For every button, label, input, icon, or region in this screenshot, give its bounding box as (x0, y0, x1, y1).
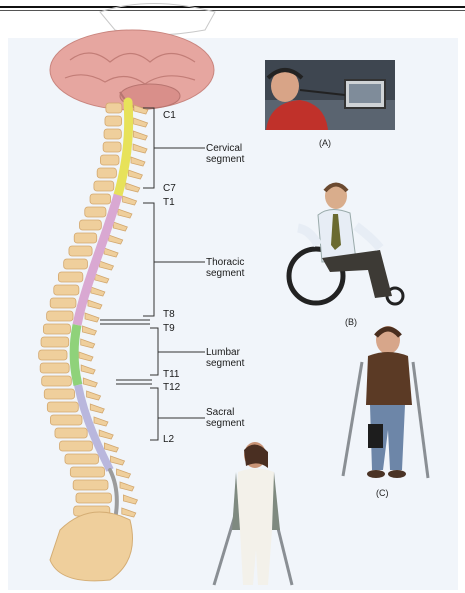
photo-b-image (289, 183, 403, 304)
photo-a-image (265, 60, 395, 130)
caption-c: (C) (376, 488, 389, 498)
caption-b: (B) (345, 317, 357, 327)
caption-a: (A) (319, 138, 331, 148)
photo-c-image (343, 326, 428, 478)
photo-d-image (214, 442, 292, 585)
